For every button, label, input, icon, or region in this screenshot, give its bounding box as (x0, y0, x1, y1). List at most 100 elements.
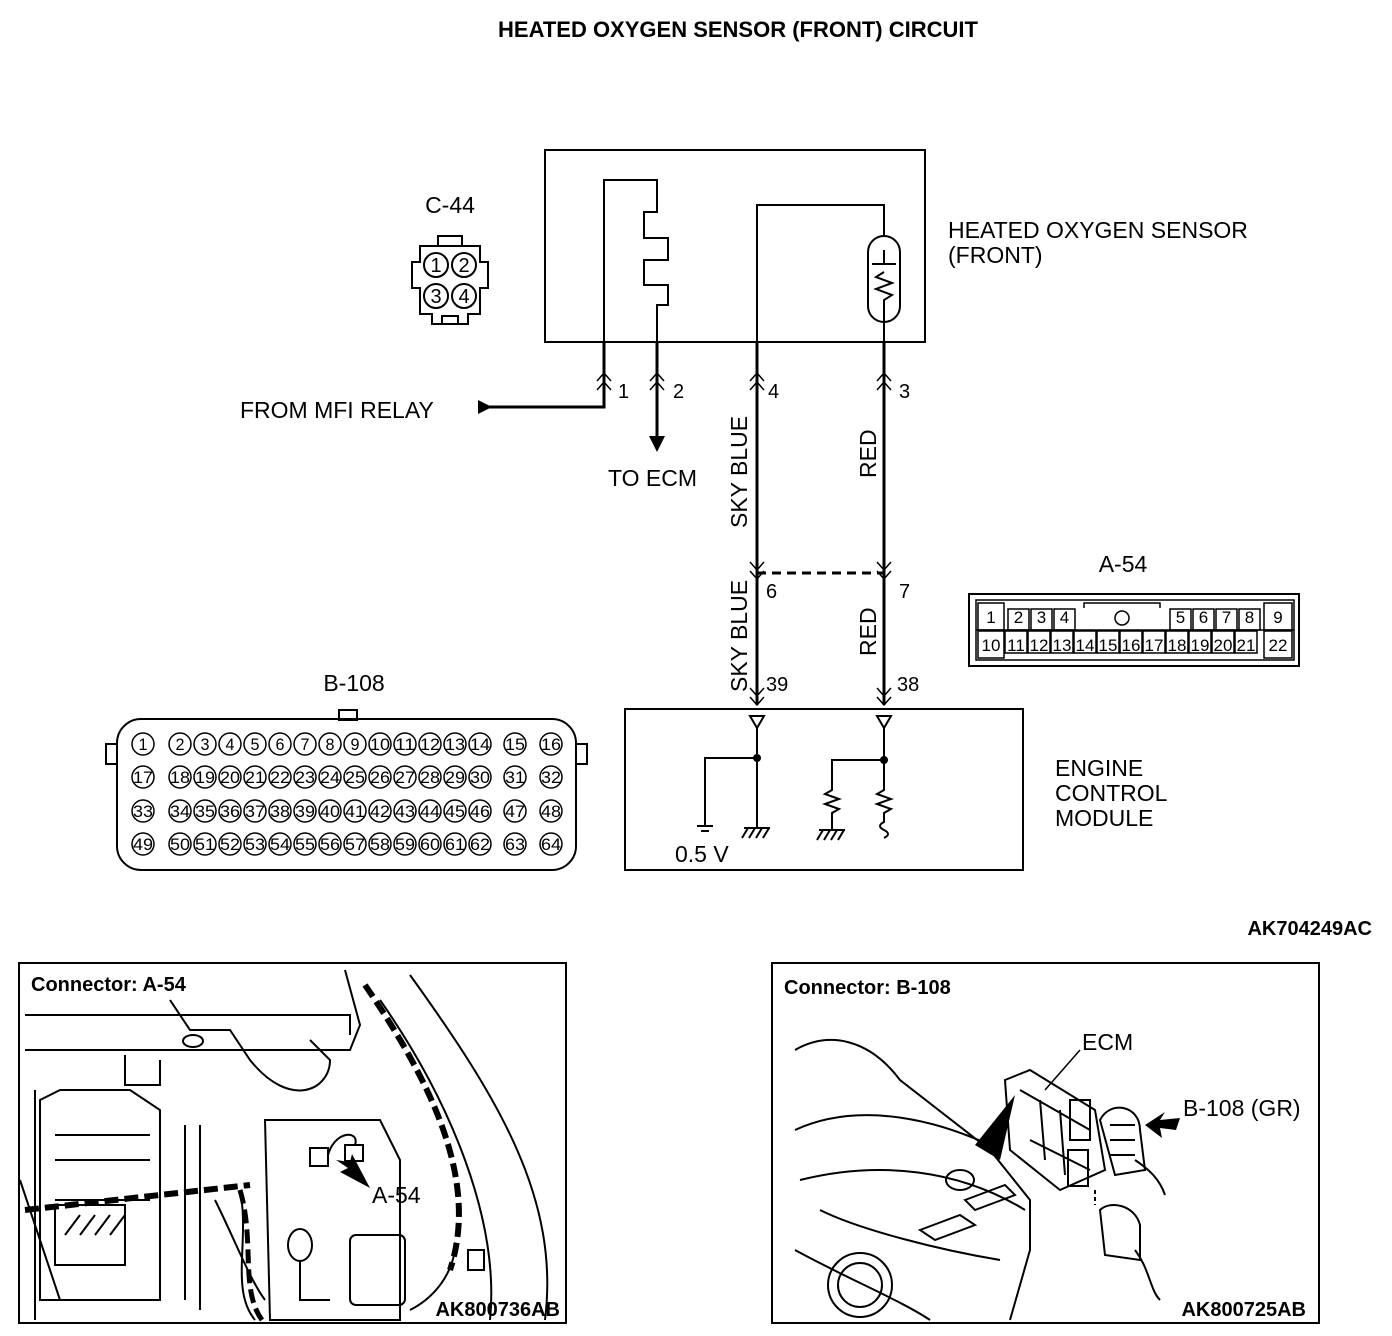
pin-38: 38 (897, 674, 919, 696)
a54-pin: 8 (1245, 608, 1254, 627)
b108-pin-circle (131, 765, 155, 789)
a54-pin-cell (1119, 630, 1143, 654)
ecm-leader (1044, 1049, 1081, 1091)
sensor-label-line1: HEATED OXYGEN SENSOR (948, 217, 1248, 243)
a54-pin: 4 (1060, 608, 1069, 627)
b108-pin-circle (218, 832, 242, 856)
a54-pin-cell (1096, 630, 1120, 654)
b108-pin-circle (343, 799, 367, 823)
diagram-code: AK704249AC (1247, 918, 1372, 940)
b108-pin: 2 (176, 735, 185, 754)
b108-pin-circle (268, 832, 292, 856)
a54-pin: 13 (1053, 636, 1072, 655)
b108-pin: 53 (245, 835, 265, 854)
pin-1: 1 (618, 381, 629, 403)
a54-pin: 9 (1273, 608, 1282, 627)
b108-pin-circle (293, 765, 317, 789)
b108-pin: 33 (133, 802, 153, 821)
b108-pin: 61 (445, 835, 465, 854)
b108-pin-circle (443, 832, 467, 856)
b108-pin-circle (293, 799, 317, 823)
a54-pin-cell (1263, 630, 1293, 659)
b108-pin-circle (368, 765, 392, 789)
a54-pin-cell (1004, 630, 1028, 654)
a54-pin: 6 (1199, 608, 1208, 627)
b108-pin: 30 (470, 768, 490, 787)
b108-pin: 23 (295, 768, 315, 787)
b108-pin-circle (368, 799, 392, 823)
b108-pin: 41 (345, 802, 365, 821)
b108-pin: 64 (541, 835, 561, 854)
b108-pin: 63 (505, 835, 525, 854)
b108-pin-circle (193, 799, 217, 823)
b108-pin: 40 (320, 802, 340, 821)
b108-pin-circle (539, 765, 563, 789)
b108-pin-circle (443, 765, 467, 789)
b108-pin: 15 (505, 735, 525, 754)
b108-pin: 22 (270, 768, 290, 787)
b108-pin: 20 (220, 768, 240, 787)
b108-pin-circle (243, 765, 267, 789)
b108-pin-circle (503, 799, 527, 823)
wire-color-sky-blue: SKY BLUE (726, 580, 752, 692)
b108-pin-circle (268, 799, 292, 823)
b108-pin: 13 (445, 735, 465, 754)
b108-pin-circle (468, 765, 492, 789)
b108-pin-circle (343, 765, 367, 789)
b108-pin-circle (168, 732, 192, 756)
b108-pin-circle (393, 732, 417, 756)
b108-pin: 32 (541, 768, 561, 787)
ecm-internal-circuit (697, 715, 894, 841)
engine-bay-illustration (19, 969, 549, 1321)
b108-pin-circle (418, 832, 442, 856)
b108-pin: 39 (295, 802, 315, 821)
panel-connector-a54: Connector: A-54 A-54 AK800736AB (18, 962, 567, 1324)
b108-pin: 57 (345, 835, 365, 854)
a54-pin-cell (1007, 608, 1030, 631)
b108-pin-circle (293, 832, 317, 856)
a54-pin-cell (1215, 608, 1238, 631)
b108-pin: 36 (220, 802, 240, 821)
b108-pin-circle (393, 765, 417, 789)
a54-pin: 17 (1145, 636, 1164, 655)
callout-arrow (1145, 1112, 1180, 1138)
b108-pin: 14 (470, 735, 490, 754)
pin-3: 3 (899, 381, 910, 403)
harness-dashed (362, 983, 462, 1271)
b108-pin-circle (468, 799, 492, 823)
to-ecm-label: TO ECM (608, 465, 697, 491)
b108-pin: 3 (201, 735, 210, 754)
b108-pin-circle (218, 732, 242, 756)
a54-pin-cell (1169, 608, 1192, 631)
b108-pin-circle (468, 732, 492, 756)
b108-pin: 58 (370, 835, 390, 854)
c44-pin: 4 (458, 286, 469, 308)
harness-dashed (237, 1189, 265, 1322)
b108-pin: 55 (295, 835, 315, 854)
b108-pin-circle (393, 832, 417, 856)
b108-pin: 48 (541, 802, 561, 821)
b108-pin: 47 (505, 802, 525, 821)
a54-pin: 15 (1099, 636, 1118, 655)
b108-pin: 17 (133, 768, 153, 787)
b108-pin-circle (418, 765, 442, 789)
a54-pin: 19 (1191, 636, 1210, 655)
ecm-box (624, 708, 1024, 871)
connector-b108 (105, 709, 588, 871)
b108-pin: 4 (226, 735, 235, 754)
b108-pin-circle (131, 732, 155, 756)
terminal-marks (596, 371, 892, 707)
b108-pin-circle (393, 799, 417, 823)
b108-pin: 24 (320, 768, 340, 787)
b108-pin: 12 (420, 735, 440, 754)
wire-color-sky-blue: SKY BLUE (726, 416, 752, 528)
a54-pin-cell (1192, 608, 1215, 631)
b108-pin: 46 (470, 802, 490, 821)
b108-pin-circle (243, 732, 267, 756)
b108-pin: 16 (541, 735, 561, 754)
b108-pin-circle (539, 799, 563, 823)
b108-pin: 7 (301, 735, 310, 754)
c44-pin: 3 (430, 286, 441, 308)
